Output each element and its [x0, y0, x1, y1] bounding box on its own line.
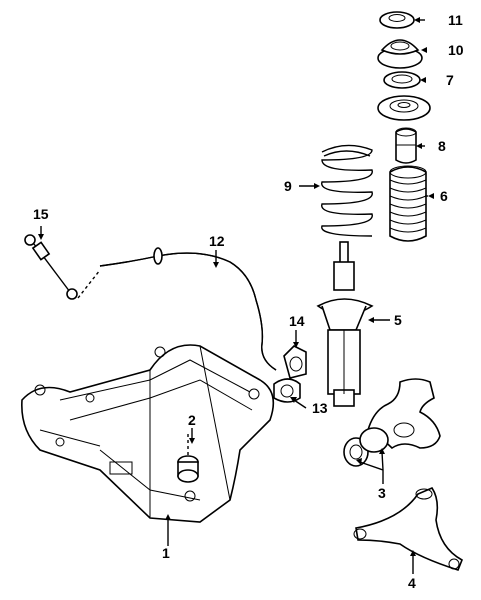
bump-stop-part [395, 127, 417, 164]
strut-mount-part [377, 39, 423, 69]
leader-lines [38, 17, 434, 574]
callout-8: 8 [438, 138, 446, 154]
callout-2: 2 [188, 412, 196, 428]
callout-9: 9 [284, 178, 292, 194]
callout-5: 5 [394, 312, 402, 328]
callout-6: 6 [440, 188, 448, 204]
bushing-bracket-part [273, 345, 307, 403]
stabilizer-bar-part [99, 247, 277, 371]
callout-14: 14 [289, 313, 305, 329]
callout-7: 7 [446, 72, 454, 88]
callout-15: 15 [33, 206, 49, 222]
coil-spring-part [321, 144, 373, 237]
callout-4: 4 [408, 575, 416, 591]
knuckle-part [343, 378, 441, 467]
callout-12: 12 [209, 233, 225, 249]
subframe-part [21, 344, 275, 523]
callout-3: 3 [378, 485, 386, 501]
upper-spring-seat-part [377, 95, 431, 121]
mount-cap-part [379, 11, 415, 29]
dust-boot-part [389, 165, 427, 242]
callout-labels: 1 2 3 4 5 6 7 8 9 10 11 12 13 14 15 [33, 12, 464, 591]
callout-13: 13 [312, 400, 328, 416]
spring-seat-part [383, 71, 421, 89]
lower-bushing-part [177, 434, 199, 483]
callout-1: 1 [162, 545, 170, 561]
stabilizer-link-part [24, 234, 101, 300]
strut-part [316, 241, 374, 407]
callout-10: 10 [448, 42, 464, 58]
callout-11: 11 [448, 12, 463, 28]
lower-arm-part [353, 487, 464, 571]
